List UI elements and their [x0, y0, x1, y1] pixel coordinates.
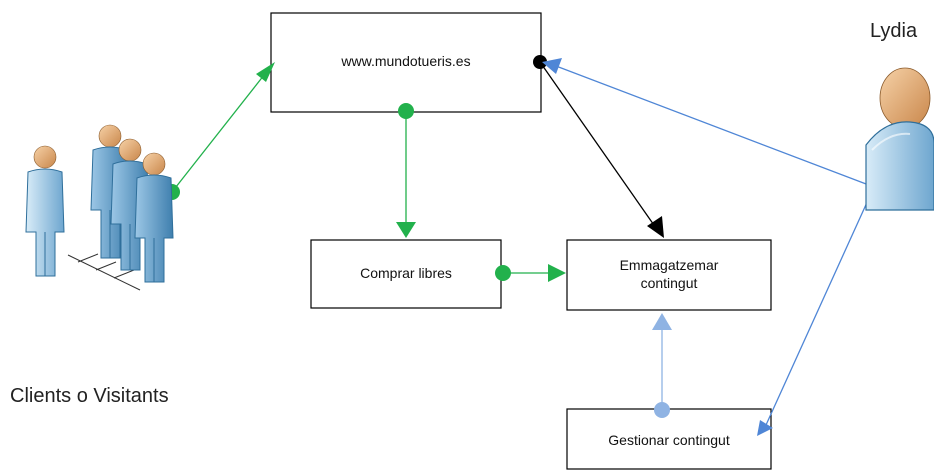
clients-label: Clients o Visitants — [10, 385, 169, 407]
connector-website-right — [533, 55, 547, 69]
clients-group-icon — [25, 124, 174, 291]
admin-label: Lydia — [870, 20, 918, 42]
arrowhead-store-black — [647, 216, 664, 238]
arrow-admin-to-manage — [765, 186, 875, 426]
arrowhead-store-green — [548, 264, 566, 282]
buy-box — [310, 239, 502, 309]
store-box — [566, 239, 772, 311]
website-box — [270, 12, 542, 113]
arrowhead-manage — [757, 420, 773, 436]
store-label-line2: contingut — [640, 275, 698, 291]
store-label-line1: Emmagatzemar — [619, 257, 719, 273]
connector-buy-right — [495, 265, 511, 281]
arrow-clients-to-website — [171, 69, 269, 193]
arrowhead-buy — [396, 222, 416, 238]
website-label: www.mundotueris.es — [341, 53, 471, 69]
admin-icon — [865, 67, 934, 211]
manage-label: Gestionar contingut — [608, 432, 730, 448]
arrow-website-to-store — [539, 61, 657, 229]
arrowhead-website-blue — [542, 58, 562, 74]
arrow-admin-to-website — [555, 65, 875, 188]
arrowhead-store-blue — [652, 313, 672, 330]
connector-manage-top — [654, 402, 670, 418]
arrowhead-website-green — [256, 62, 275, 82]
buy-label: Comprar libres — [360, 265, 452, 281]
connector-website-bottom — [398, 103, 414, 119]
manage-box — [566, 408, 772, 470]
